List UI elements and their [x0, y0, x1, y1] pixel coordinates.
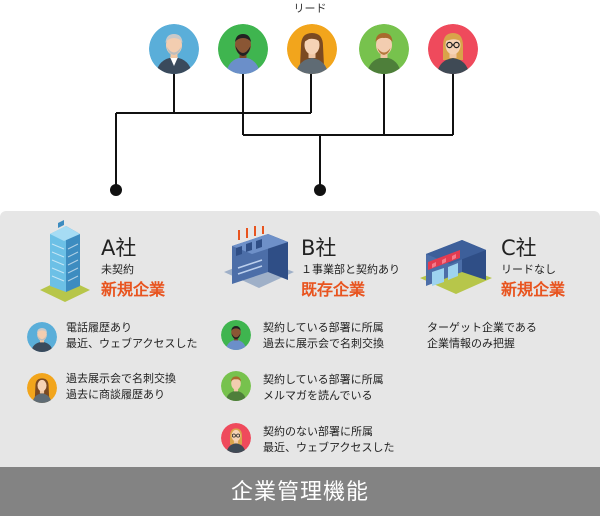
bearded-man-avatar-icon: [218, 24, 268, 74]
company-c-classification: 新規企業: [501, 280, 566, 299]
note-a1-avatar: [27, 322, 57, 352]
company-c-status: リードなし: [501, 263, 556, 276]
gray-haired-man-avatar-icon: [149, 24, 199, 74]
note-b2-avatar: [221, 371, 251, 401]
lead-avatar-5: [428, 24, 478, 74]
young-man-avatar-icon: [221, 371, 251, 401]
lead-avatar-4: [359, 24, 409, 74]
gray-haired-man-avatar-icon: [27, 322, 57, 352]
connector-node-a: [110, 184, 122, 196]
note-b2-line-1: 契約している部署に所属: [263, 373, 384, 386]
note-b1-avatar: [221, 320, 251, 350]
note-b2: 契約している部署に所属 メルマガを読んでいる: [263, 372, 384, 404]
lead-avatar-2: [218, 24, 268, 74]
company-b-name: B社: [301, 236, 337, 260]
bearded-man-avatar-icon: [221, 320, 251, 350]
note-c1-line-1: ターゲット企業である: [427, 321, 537, 334]
company-b-classification: 既存企業: [301, 280, 366, 299]
woman-avatar-icon: [27, 373, 57, 403]
lead-avatar-3: [287, 24, 337, 74]
note-b1-line-1: 契約している部署に所属: [263, 321, 384, 334]
note-b2-line-2: メルマガを読んでいる: [263, 389, 373, 402]
leads-label: リード: [293, 2, 327, 15]
note-a1-line-2: 最近、ウェブアクセスした: [66, 337, 198, 350]
note-b3: 契約のない部署に所属 最近、ウェブアクセスした: [263, 424, 394, 456]
company-a-classification: 新規企業: [101, 280, 166, 299]
note-a1: 電話履歴あり 最近、ウェブアクセスした: [66, 320, 197, 352]
note-b3-avatar: [221, 423, 251, 453]
glasses-woman-avatar-icon: [428, 24, 478, 74]
company-c-name: C社: [501, 236, 537, 260]
lead-avatar-1: [149, 24, 199, 74]
note-a2-line-1: 過去展示会で名刺交換: [66, 372, 176, 385]
connector-node-b: [314, 184, 326, 196]
note-a2-avatar: [27, 373, 57, 403]
company-a-status: 未契約: [101, 263, 134, 276]
note-b3-line-2: 最近、ウェブアクセスした: [263, 441, 395, 454]
note-c1: ターゲット企業である 企業情報のみ把握: [427, 320, 537, 352]
note-b1: 契約している部署に所属 過去に展示会で名刺交換: [263, 320, 384, 352]
footer-title: 企業管理機能: [0, 467, 600, 516]
note-b3-line-1: 契約のない部署に所属: [263, 425, 373, 438]
factory-icon: [224, 226, 294, 288]
note-b1-line-2: 過去に展示会で名刺交換: [263, 337, 384, 350]
note-a1-line-1: 電話履歴あり: [66, 321, 132, 334]
note-a2-line-2: 過去に商談履歴あり: [66, 388, 165, 401]
company-a-name: A社: [101, 236, 137, 260]
note-c1-line-2: 企業情報のみ把握: [427, 337, 515, 350]
company-b-status: １事業部と契約あり: [301, 263, 400, 276]
woman-avatar-icon: [287, 24, 337, 74]
store-icon: [420, 240, 492, 294]
note-a2: 過去展示会で名刺交換 過去に商談履歴あり: [66, 371, 176, 403]
glasses-woman-avatar-icon: [221, 423, 251, 453]
skyscraper-icon: [40, 220, 90, 302]
companies-panel: [0, 211, 600, 467]
young-man-avatar-icon: [359, 24, 409, 74]
